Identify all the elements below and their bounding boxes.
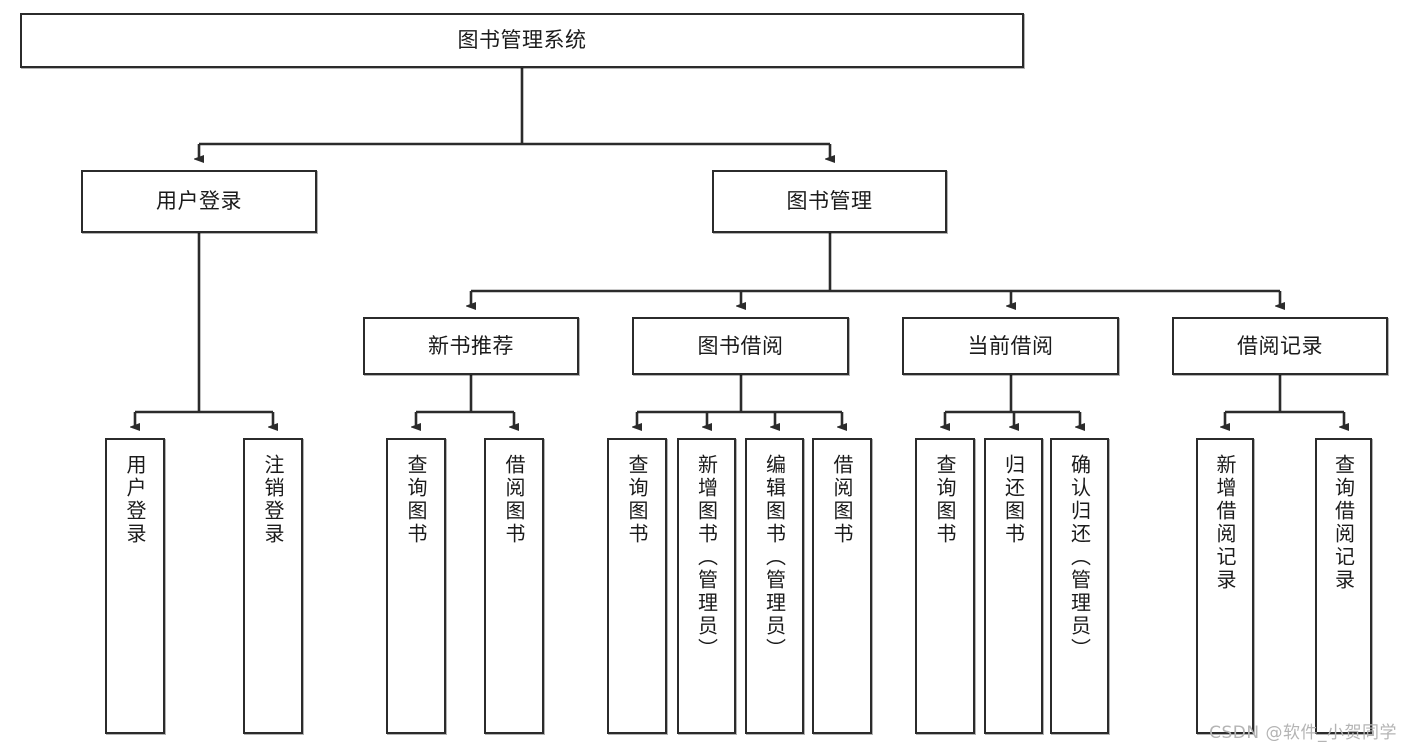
node-leaf-cu-q[interactable]: 查询图书 [915,438,975,734]
node-leaf-re-q[interactable]: 查询借阅记录 [1315,438,1372,734]
node-leaf-bo-q[interactable]: 查询图书 [607,438,667,734]
node-leaf-nb-b[interactable]: 借阅图书 [484,438,544,734]
node-label: 用户登录 [123,454,147,546]
node-label: 查询图书 [625,454,649,546]
node-label: 图书管理 [786,189,873,214]
node-label: 借阅图书 [830,454,854,546]
node-leaf-bo-b[interactable]: 借阅图书 [812,438,872,734]
node-label: 查询图书 [933,454,957,546]
node-label: 编辑图书（管理员） [762,454,787,661]
node-label: 查询借阅记录 [1331,454,1356,592]
node-login[interactable]: 用户登录 [81,170,317,233]
node-label: 当前借阅 [967,333,1054,358]
node-label: 图书管理系统 [457,28,587,53]
node-label: 查询图书 [404,454,428,546]
node-leaf-cu-cfm[interactable]: 确认归还（管理员） [1050,438,1109,734]
node-current[interactable]: 当前借阅 [902,317,1119,375]
node-records[interactable]: 借阅记录 [1172,317,1388,375]
node-label: 新增借阅记录 [1213,454,1237,592]
node-leaf-re-add[interactable]: 新增借阅记录 [1196,438,1254,734]
node-label: 借阅记录 [1237,333,1323,358]
node-leaf-login[interactable]: 用户登录 [105,438,165,734]
node-label: 图书借阅 [697,333,784,358]
node-label: 用户登录 [156,189,242,214]
node-leaf-cu-ret[interactable]: 归还图书 [984,438,1043,734]
node-label: 借阅图书 [502,454,526,546]
node-leaf-bo-edit[interactable]: 编辑图书（管理员） [745,438,804,734]
node-label: 确认归还（管理员） [1067,454,1092,661]
node-label: 注销登录 [261,454,285,546]
node-leaf-nb-q[interactable]: 查询图书 [386,438,446,734]
node-label: 新增图书（管理员） [694,454,719,661]
node-label: 归还图书 [1001,454,1026,546]
node-borrow[interactable]: 图书借阅 [632,317,849,375]
node-label: 新书推荐 [428,333,514,358]
node-leaf-bo-add[interactable]: 新增图书（管理员） [677,438,736,734]
watermark-label: CSDN @软件_小贺同学 [1209,723,1397,743]
node-bookmgmt[interactable]: 图书管理 [712,170,947,233]
node-leaf-logout[interactable]: 注销登录 [243,438,303,734]
node-newbook[interactable]: 新书推荐 [363,317,579,375]
node-root[interactable]: 图书管理系统 [20,13,1024,68]
